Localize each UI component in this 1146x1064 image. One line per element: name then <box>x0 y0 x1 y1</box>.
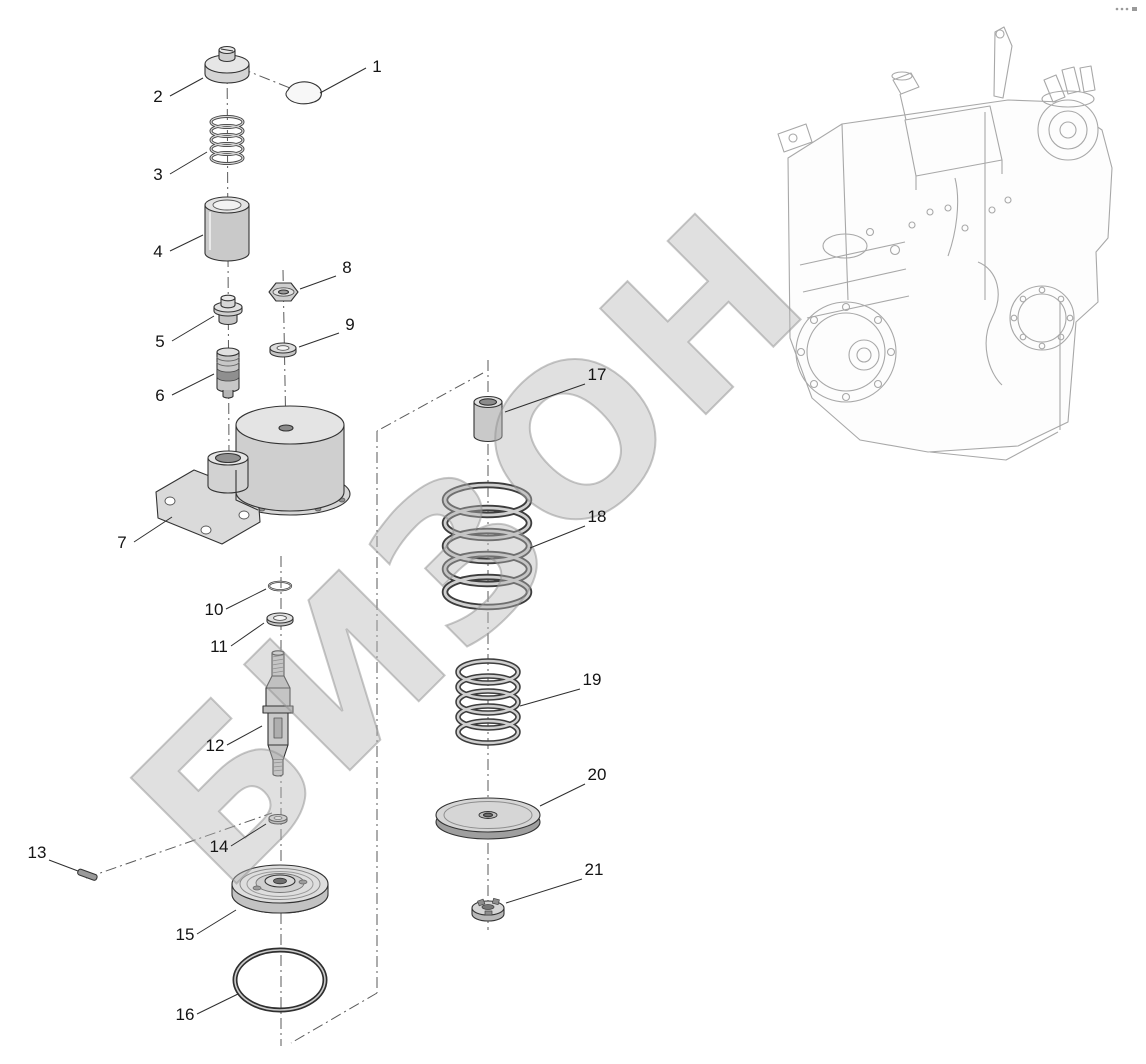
callout-8: 8 <box>299 258 352 290</box>
callout-label-20: 20 <box>588 765 607 784</box>
part-19-inner-spring <box>455 658 521 746</box>
callout-1: 1 <box>319 57 382 94</box>
callout-label-7: 7 <box>117 533 126 552</box>
part-14-washer <box>268 813 288 825</box>
engine-illustration <box>777 26 1113 461</box>
part-3-spring <box>209 115 245 165</box>
centerline-gasket-diagonal <box>239 67 301 93</box>
part-15-pulley <box>231 864 329 914</box>
part-12-shaft <box>262 650 294 777</box>
part-18-outer-spring <box>441 481 533 611</box>
part-6-valve <box>216 347 240 399</box>
part-8-nut <box>268 282 299 302</box>
callout-label-17: 17 <box>588 365 607 384</box>
callout-10: 10 <box>205 588 267 619</box>
callout-label-9: 9 <box>345 315 354 334</box>
part-2-cap <box>204 45 250 84</box>
callout-12: 12 <box>206 725 263 755</box>
callout-11: 11 <box>210 622 265 656</box>
centerline-diagonal-top <box>376 372 484 432</box>
callout-label-13: 13 <box>28 843 47 862</box>
part-9-washer <box>269 342 297 358</box>
callout-16: 16 <box>176 993 239 1024</box>
callout-7: 7 <box>117 516 173 552</box>
centerline-diagonal-bottom <box>290 992 378 1044</box>
callout-label-11: 11 <box>210 637 228 656</box>
callout-6: 6 <box>155 373 215 405</box>
part-17-bushing <box>473 395 503 443</box>
callout-label-15: 15 <box>176 925 195 944</box>
callouts: 1 2 3 4 5 6 7 8 9 10 11 12 13 14 15 16 1… <box>28 57 607 1024</box>
callout-9: 9 <box>298 315 355 348</box>
callout-14: 14 <box>210 823 267 856</box>
corner-mark <box>1115 7 1137 11</box>
callout-label-3: 3 <box>153 165 162 184</box>
callout-label-10: 10 <box>205 600 224 619</box>
callout-label-14: 14 <box>210 837 229 856</box>
callout-label-2: 2 <box>153 87 162 106</box>
callout-20: 20 <box>539 765 607 807</box>
part-4-cylinder-body <box>204 196 250 262</box>
callout-label-21: 21 <box>585 860 604 879</box>
callout-label-16: 16 <box>176 1005 195 1024</box>
callout-4: 4 <box>153 234 204 261</box>
part-11-washer <box>266 612 294 627</box>
callout-19: 19 <box>519 670 602 707</box>
callout-13: 13 <box>28 843 79 872</box>
part-5-piston <box>213 294 243 326</box>
callout-15: 15 <box>176 909 237 944</box>
callout-label-12: 12 <box>206 736 225 755</box>
callout-label-4: 4 <box>153 242 162 261</box>
callout-label-19: 19 <box>583 670 602 689</box>
callout-3: 3 <box>153 151 208 184</box>
callout-label-18: 18 <box>588 507 607 526</box>
part-10-retaining-ring <box>267 580 293 592</box>
callout-2: 2 <box>153 77 204 106</box>
part-1-gasket <box>285 81 322 105</box>
callout-label-8: 8 <box>342 258 351 277</box>
part-21-castle-nut <box>471 897 505 922</box>
part-16-o-ring <box>232 947 328 1013</box>
callout-21: 21 <box>505 860 604 904</box>
callout-label-1: 1 <box>372 57 381 76</box>
part-20-spring-plate <box>435 797 541 840</box>
part-7-housing <box>155 405 351 545</box>
callout-18: 18 <box>529 507 607 549</box>
callout-5: 5 <box>155 315 215 351</box>
callout-label-5: 5 <box>155 332 164 351</box>
callout-17: 17 <box>504 365 607 413</box>
callout-label-6: 6 <box>155 386 164 405</box>
part-13-pin <box>77 868 98 881</box>
